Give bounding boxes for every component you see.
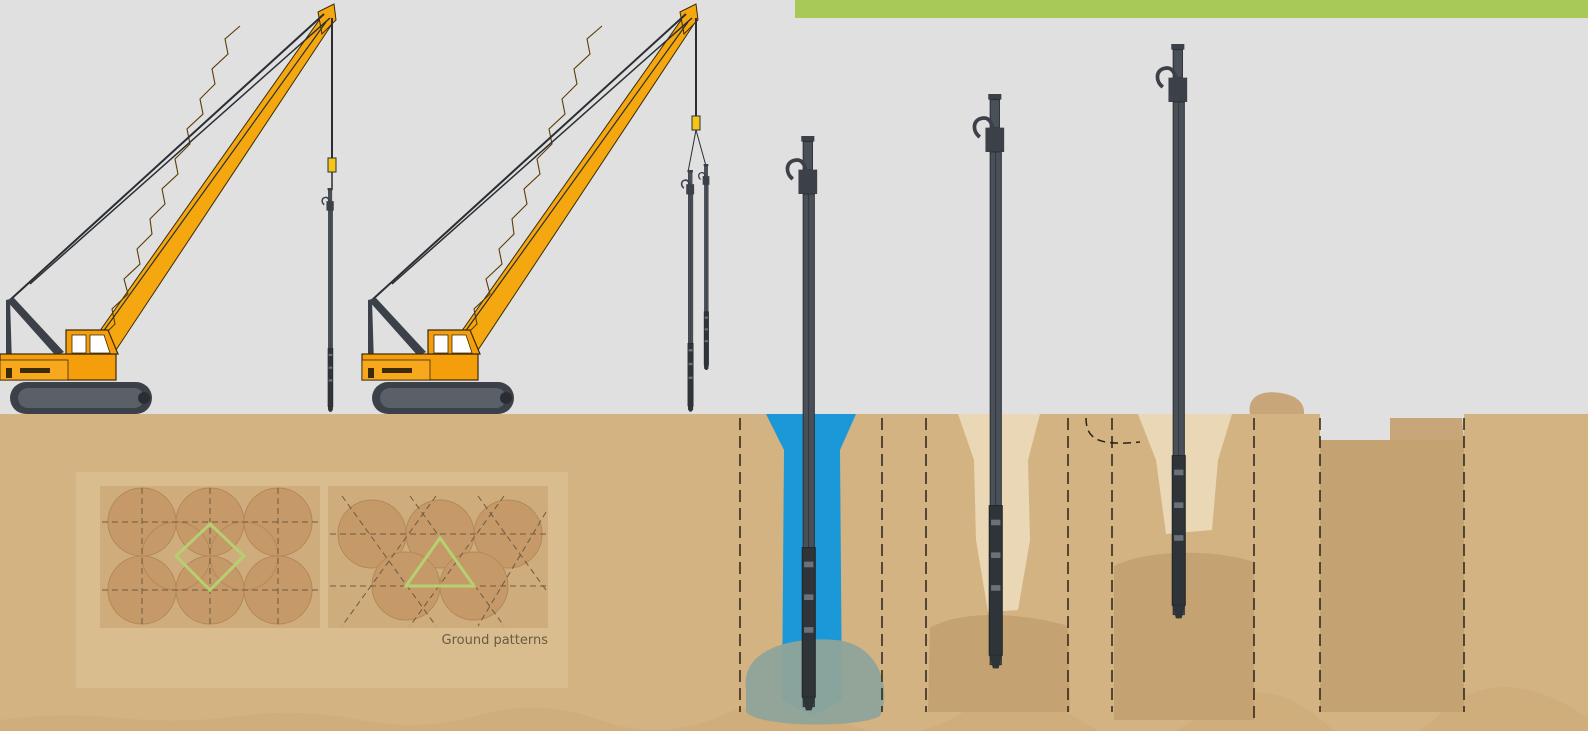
stage-finished-column [1320, 414, 1464, 712]
ground-patterns-caption: Ground patterns [442, 633, 549, 648]
ground-patterns-inset: Ground patterns [76, 472, 568, 688]
accent-bar [795, 0, 1588, 18]
